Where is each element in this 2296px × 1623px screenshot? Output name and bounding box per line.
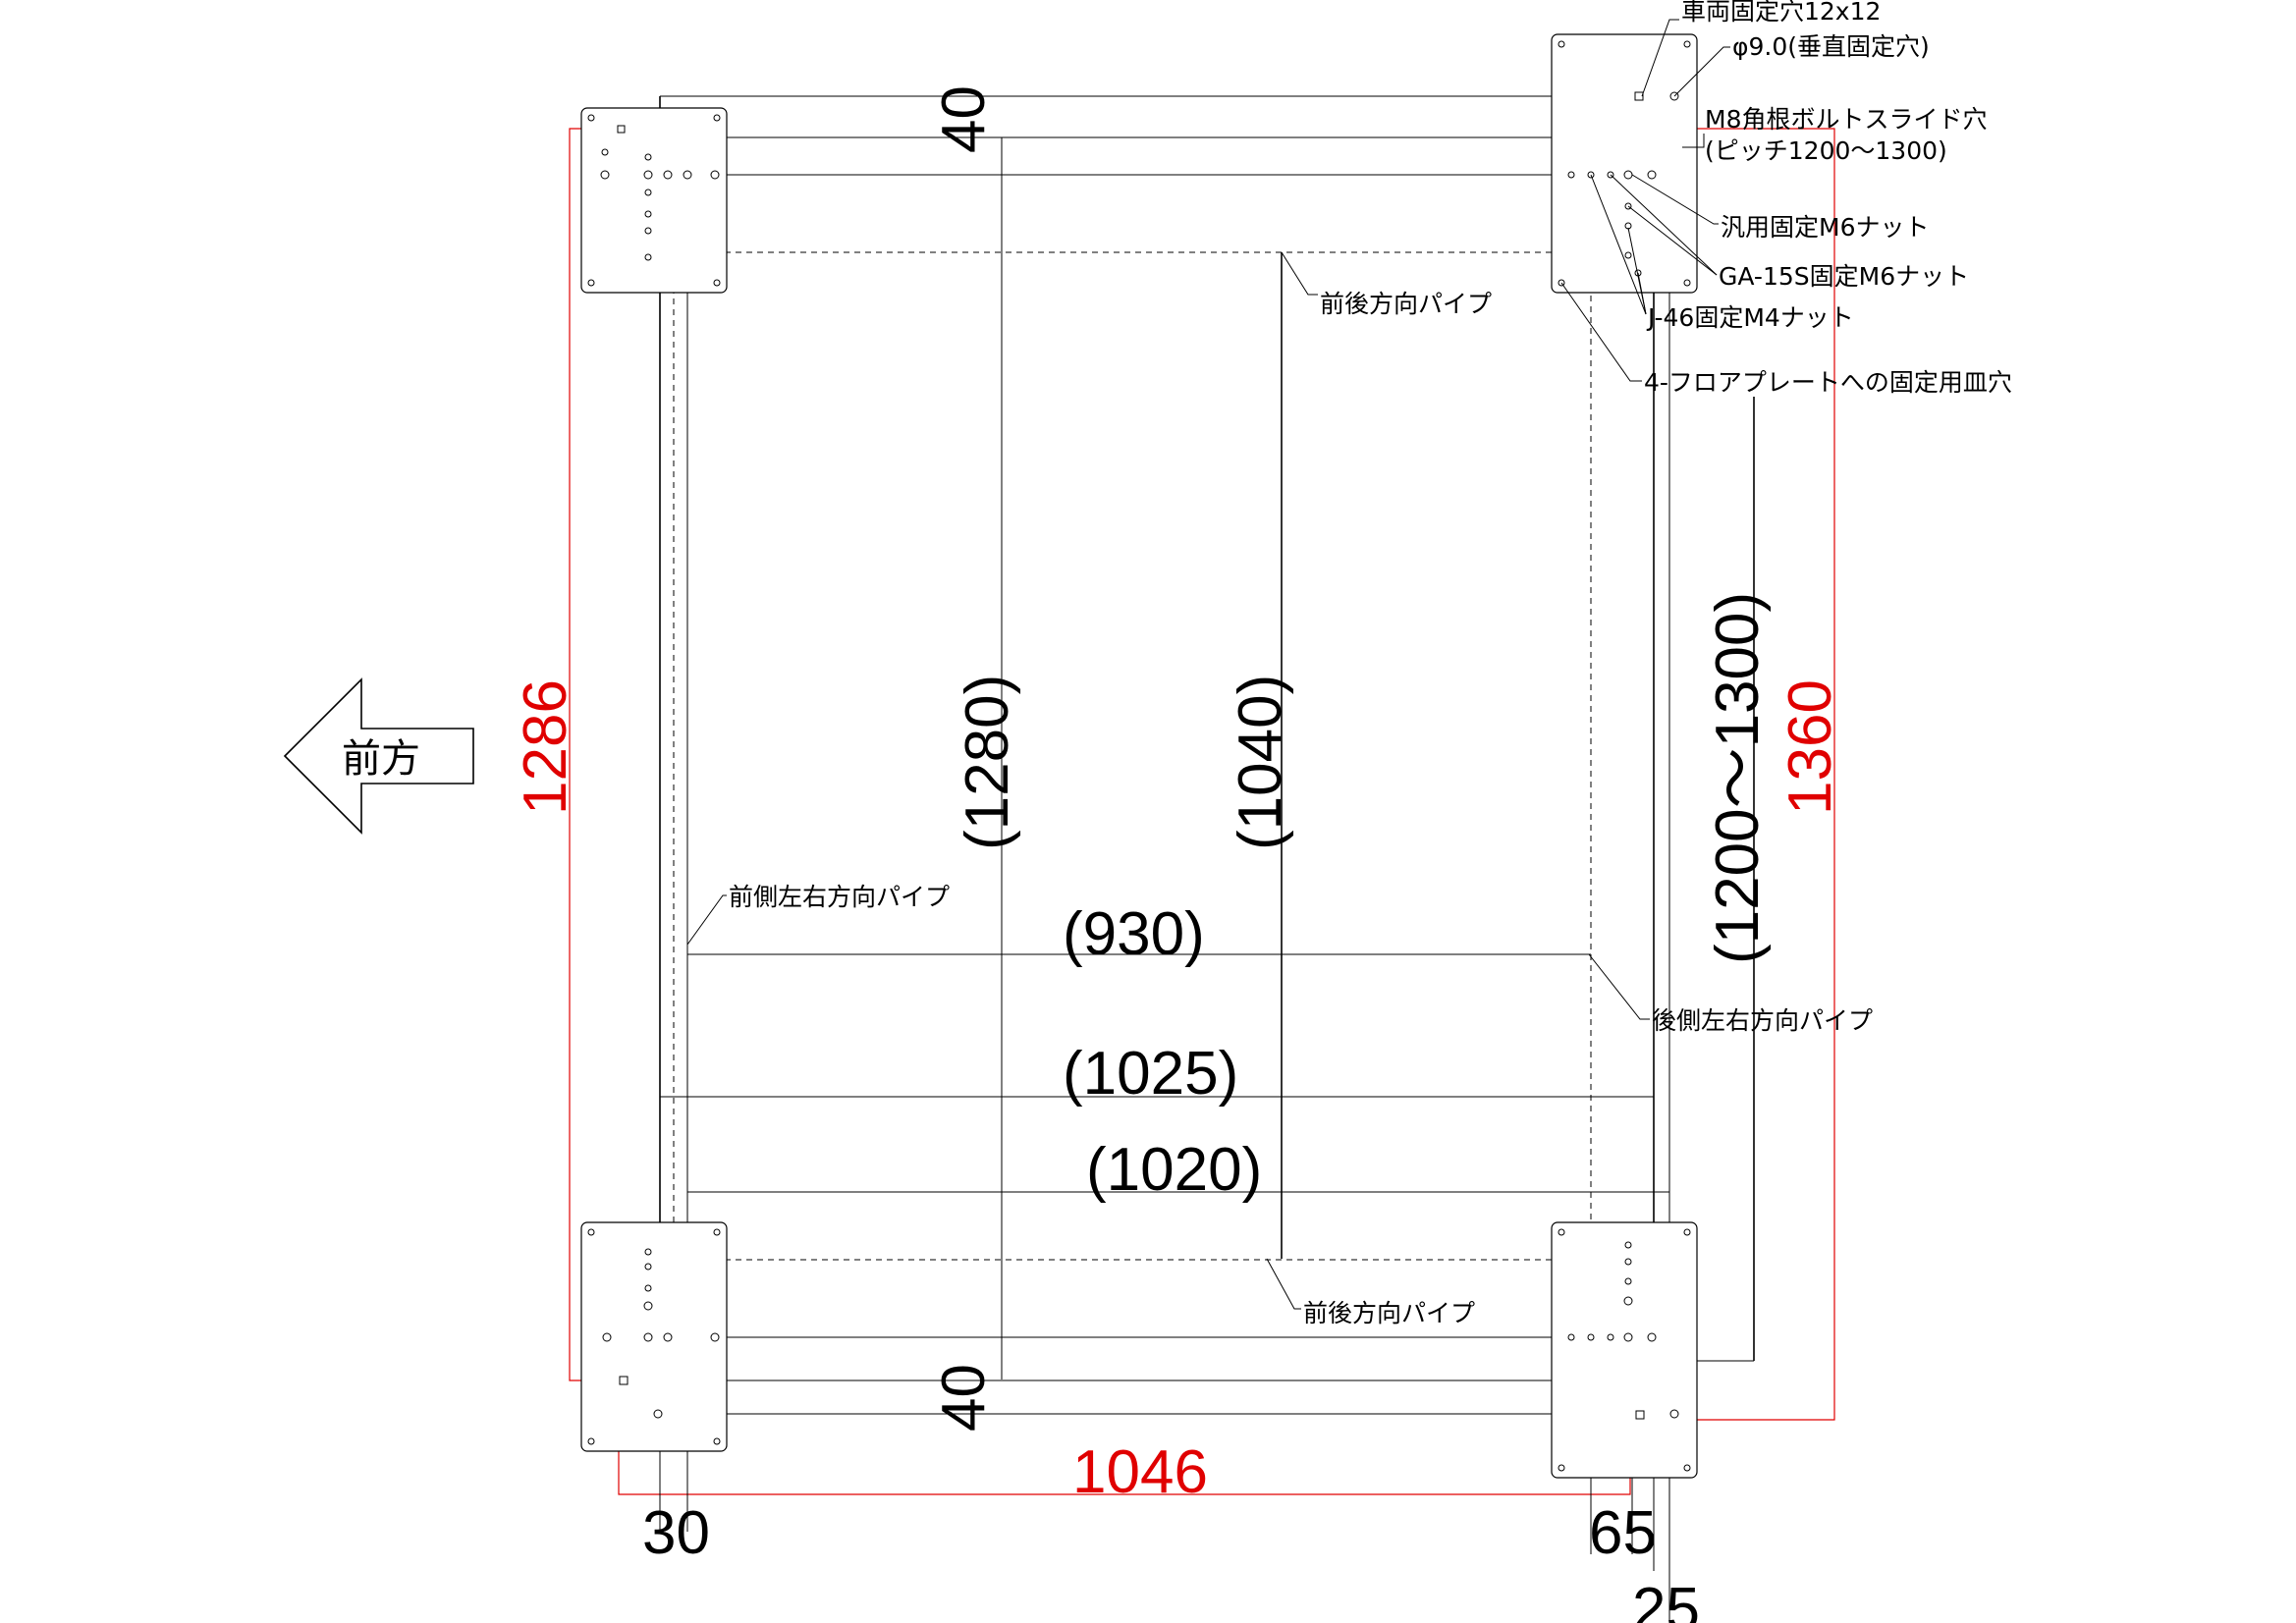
note-ga15s-m6: GA-15S固定M6ナット xyxy=(1719,262,1969,291)
plate-top-right xyxy=(1551,33,1698,294)
dim-red-1286: 1286 xyxy=(512,679,579,815)
note-fb-pipe-bottom: 前後方向パイプ xyxy=(1303,1299,1475,1327)
note-vertical-hole: φ9.0(垂直固定穴) xyxy=(1732,32,1930,61)
dim-bottom-40: 40 xyxy=(930,1364,998,1432)
dim-25: 25 xyxy=(1632,1576,1700,1623)
leader-lines xyxy=(686,19,1730,1310)
dim-930: (930) xyxy=(1063,900,1205,968)
dim-1200-1300: (1200～1300) xyxy=(1704,592,1772,964)
note-vehicle-hole: 車両固定穴12x12 xyxy=(1681,0,1881,26)
dim-1020: (1020) xyxy=(1086,1136,1262,1204)
dim-red-1046: 1046 xyxy=(1072,1438,1208,1506)
dim-1025: (1025) xyxy=(1063,1040,1238,1108)
plate-bottom-right xyxy=(1551,1221,1698,1479)
front-direction-arrow xyxy=(283,677,474,835)
note-fb-pipe-top: 前後方向パイプ xyxy=(1320,290,1492,318)
note-general-m6: 汎用固定M6ナット xyxy=(1721,213,1929,242)
dim-1280: (1280) xyxy=(954,675,1021,850)
dim-65: 65 xyxy=(1589,1499,1657,1567)
note-floor-plate: 4-フロアプレートへの固定用皿穴 xyxy=(1644,368,2012,397)
plate-top-left xyxy=(580,107,728,294)
note-m8-pitch: (ピッチ1200～1300) xyxy=(1705,136,1947,165)
dim-30: 30 xyxy=(642,1499,710,1567)
dim-1040: (1040) xyxy=(1227,675,1294,850)
note-rear-lr-pipe: 後側左右方向パイプ xyxy=(1652,1006,1873,1035)
plate-bottom-left xyxy=(580,1221,728,1452)
note-m8-slide: M8角根ボルトスライド穴 xyxy=(1705,105,1987,134)
dim-top-40: 40 xyxy=(930,85,998,153)
dim-red-1360: 1360 xyxy=(1777,679,1844,815)
front-label: 前方 xyxy=(342,736,420,782)
note-front-lr-pipe: 前側左右方向パイプ xyxy=(729,883,950,911)
note-j46-m4: J-46固定M4ナット xyxy=(1646,303,1854,332)
